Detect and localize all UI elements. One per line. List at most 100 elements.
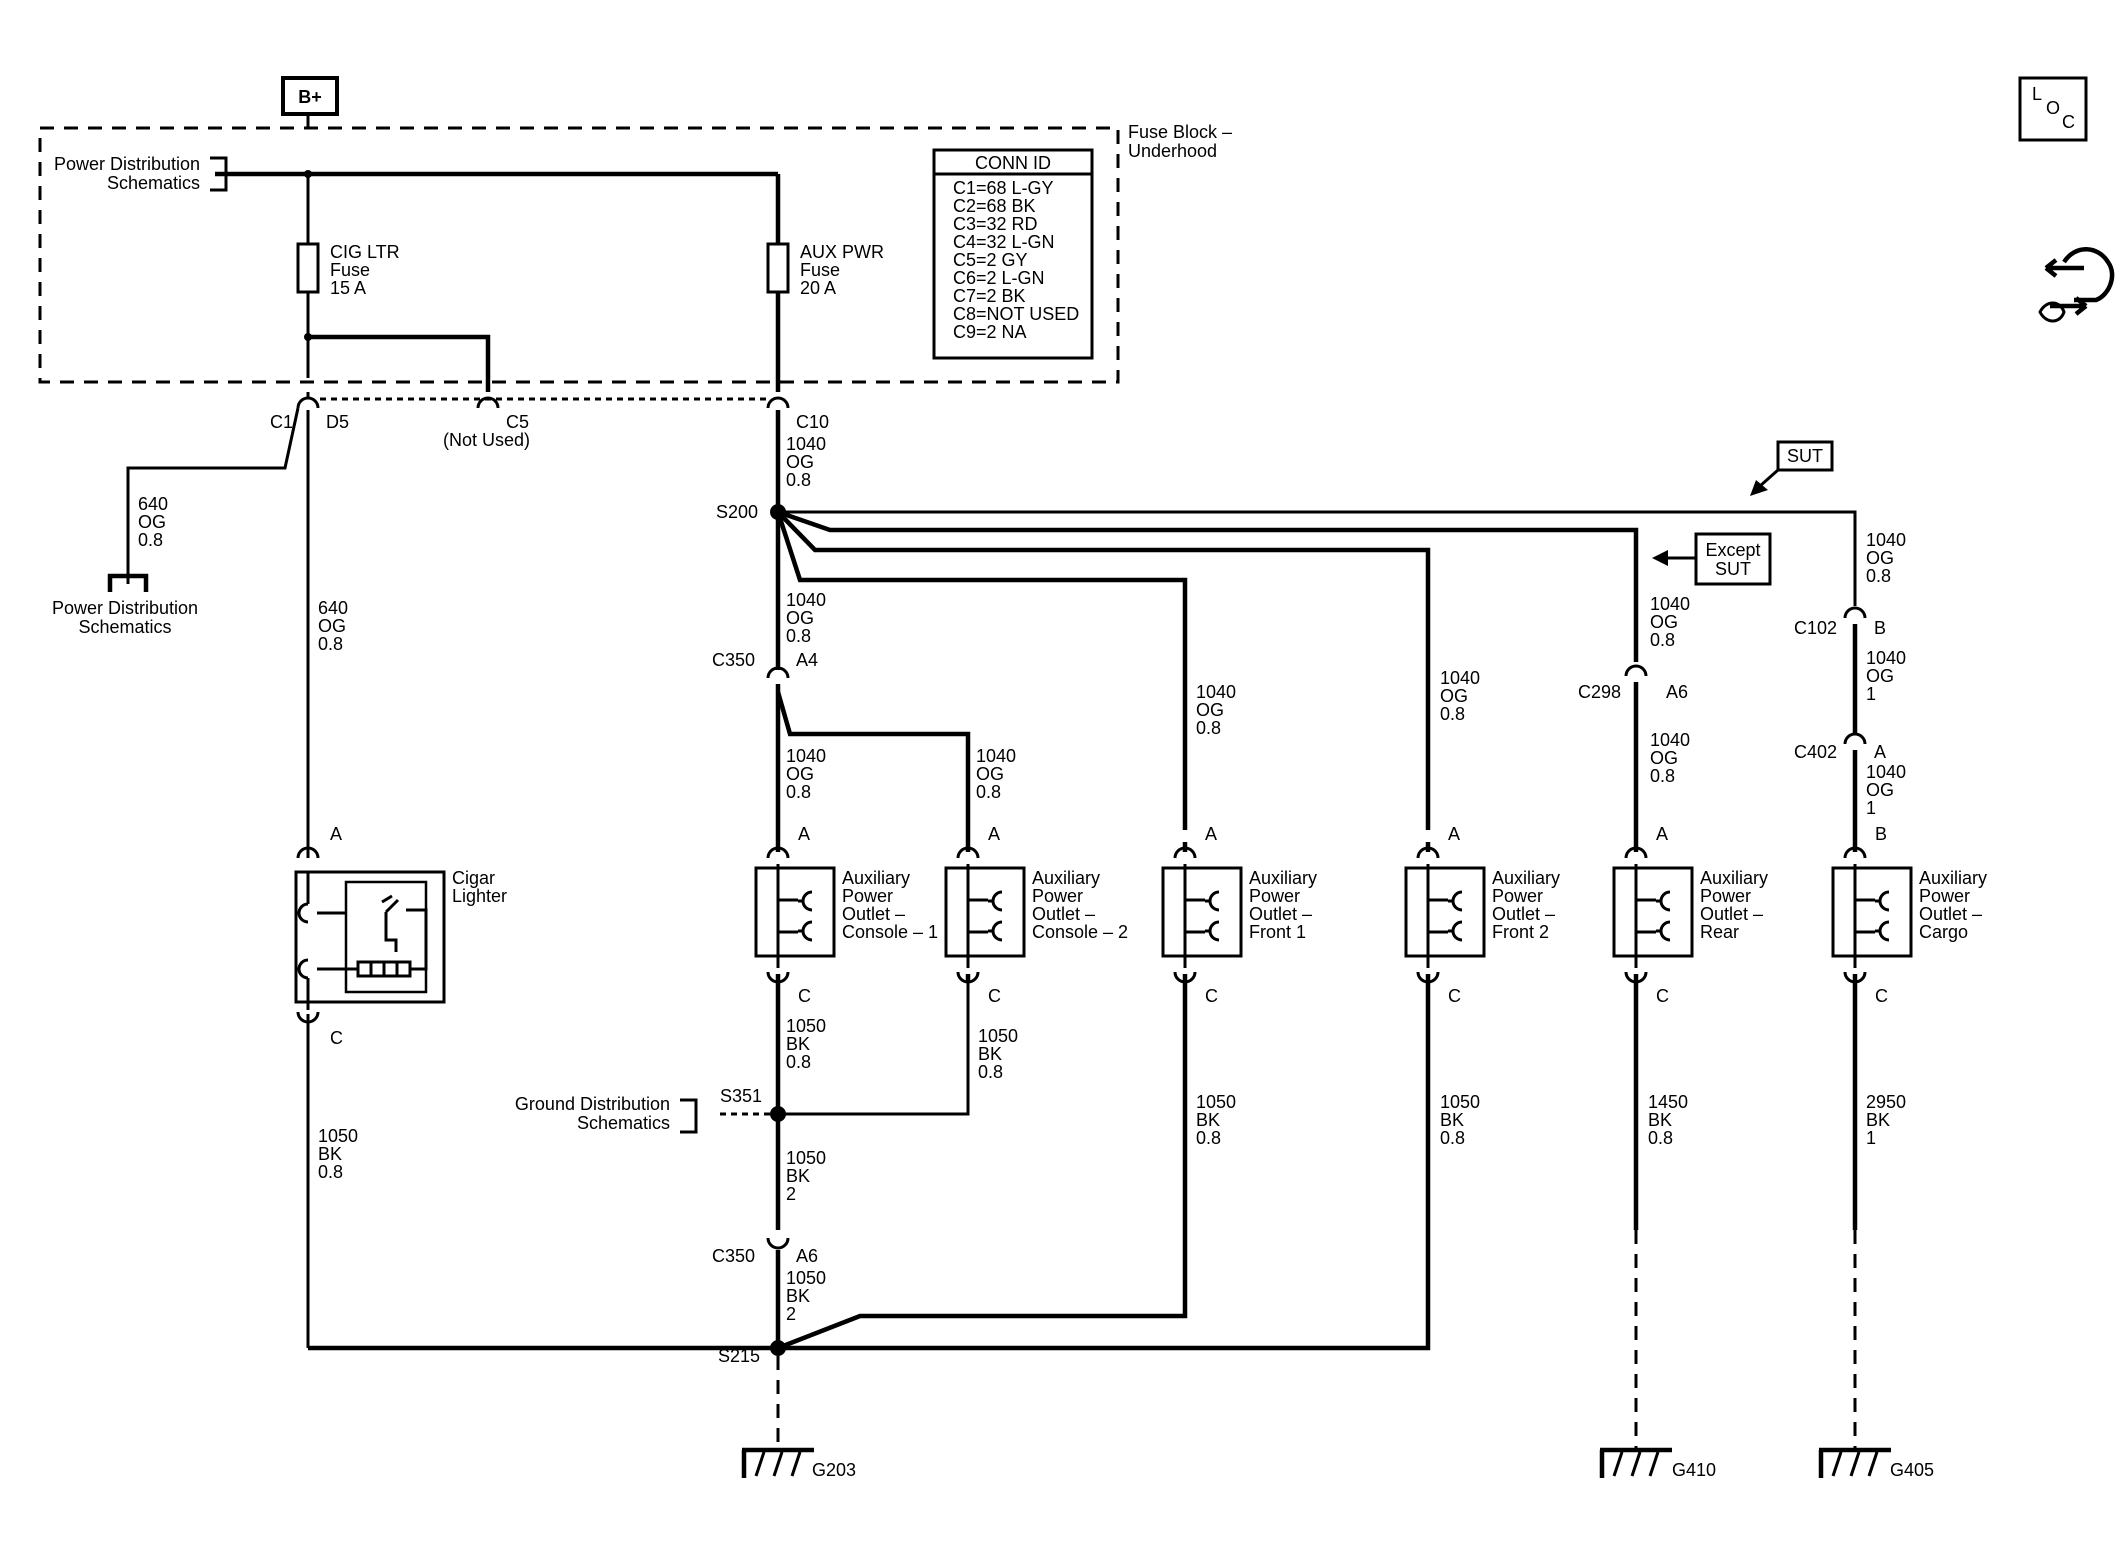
outlet-pin-c: C xyxy=(988,986,1001,1006)
wire-label: 2 xyxy=(786,1304,796,1324)
power-distribution-ref-top: Power Distribution Schematics xyxy=(54,154,228,193)
connector-c298: C298 xyxy=(1578,682,1621,702)
conn-id-row: C6=2 L-GN xyxy=(953,268,1045,288)
connector-c402: C402 xyxy=(1794,742,1837,762)
wire-label: 0.8 xyxy=(786,1052,811,1072)
loc-letter-c: C xyxy=(2062,112,2075,132)
outlet-label: Outlet – xyxy=(1700,904,1763,924)
battery-terminal: B+ xyxy=(281,76,339,128)
wire-label: 0.8 xyxy=(786,782,811,802)
connector-c1: C1 xyxy=(270,412,293,432)
outlet-label: Auxiliary xyxy=(842,868,910,888)
connector-c102: C102 xyxy=(1794,618,1837,638)
wire-label: OG xyxy=(1866,666,1894,686)
ground-distribution-ref xyxy=(680,1098,698,1134)
connector-a6: A6 xyxy=(796,1246,818,1266)
conn-id-title: CONN ID xyxy=(975,153,1051,173)
wire-label: 640 xyxy=(318,598,348,618)
wire-label: 1040 xyxy=(1650,594,1690,614)
wire-label: 1 xyxy=(1866,798,1876,818)
wire-label: 1050 xyxy=(318,1126,358,1146)
power-distribution-ref-left xyxy=(107,573,149,592)
ground-g410: G410 xyxy=(1672,1460,1716,1480)
outlet-pin-c: C xyxy=(1875,986,1888,1006)
except-sut-tag-2: SUT xyxy=(1715,559,1751,579)
connector-c1-d5-icon xyxy=(296,396,320,409)
ground-g405-icon xyxy=(1818,1447,1891,1478)
outlet-pin-a: A xyxy=(1448,824,1460,844)
cigar-label-1: Cigar xyxy=(452,868,495,888)
power-distribution-left-label-1: Power Distribution xyxy=(52,598,198,618)
wire-label: 0.8 xyxy=(1440,1128,1465,1148)
splice-s200-label: S200 xyxy=(716,502,758,522)
outlet-pin-a: A xyxy=(1205,824,1217,844)
connector-c350-top: C350 xyxy=(712,650,755,670)
outlet-pin-a: B xyxy=(1875,824,1887,844)
wire-label: 1040 xyxy=(976,746,1016,766)
power-distribution-top-label-1: Power Distribution xyxy=(54,154,200,174)
wire-label: 0.8 xyxy=(786,470,811,490)
outlet-label: Outlet – xyxy=(1032,904,1095,924)
conn-id-row: C5=2 GY xyxy=(953,250,1028,270)
connector-view-icon[interactable] xyxy=(2038,247,2115,323)
outlet-pin-a: A xyxy=(798,824,810,844)
wire-label: 1040 xyxy=(1866,648,1906,668)
outlet-label: Auxiliary xyxy=(1032,868,1100,888)
conn-id-row: C1=68 L-GY xyxy=(953,178,1054,198)
outlet-pin-a: A xyxy=(988,824,1000,844)
connector-c5: C5 xyxy=(506,412,529,432)
wire-label: 1040 xyxy=(786,746,826,766)
outlet-label: Outlet – xyxy=(1919,904,1982,924)
outlet-label: Auxiliary xyxy=(1249,868,1317,888)
sut-arrow-icon xyxy=(1750,480,1768,496)
outlet-label: Outlet – xyxy=(1249,904,1312,924)
location-view-button[interactable]: L O C xyxy=(2018,76,2088,142)
outlet-body-icon xyxy=(944,866,1026,958)
connector-c5-icon xyxy=(476,396,500,409)
wire-label: BK xyxy=(1866,1110,1890,1130)
outlet-label: Auxiliary xyxy=(1492,868,1560,888)
outlet-body-icon xyxy=(754,866,836,958)
ground-g203: G203 xyxy=(812,1460,856,1480)
connector-c350-bottom: C350 xyxy=(712,1246,755,1266)
fuse-block-label-1: Fuse Block – xyxy=(1128,122,1232,142)
aux-fuse-name: AUX PWR xyxy=(800,242,884,262)
splice-s215-label: S215 xyxy=(718,1346,760,1366)
cig-ltr-fuse-icon xyxy=(296,242,320,294)
wire-label: BK xyxy=(786,1166,810,1186)
sut-tag: SUT xyxy=(1787,446,1823,466)
outlet-pin-c: C xyxy=(1656,986,1669,1006)
aux-fuse-rating: 20 A xyxy=(800,278,836,298)
wire-label: OG xyxy=(1440,686,1468,706)
loc-letter-o: O xyxy=(2046,98,2060,118)
outlet-label: Power xyxy=(1919,886,1970,906)
wire-label: OG xyxy=(318,616,346,636)
connector-c10: C10 xyxy=(796,412,829,432)
ground-distribution-label-1: Ground Distribution xyxy=(515,1094,670,1114)
connector-c298-pin: A6 xyxy=(1666,682,1688,702)
outlet-label: Power xyxy=(1700,886,1751,906)
power-distribution-left-label-2: Schematics xyxy=(78,617,171,637)
connector-c102-pin: B xyxy=(1874,618,1886,638)
wire-label: 1 xyxy=(1866,1128,1876,1148)
splice-s215 xyxy=(770,1340,786,1356)
wire-label: BK xyxy=(1440,1110,1464,1130)
outlet-label: Front 2 xyxy=(1492,922,1549,942)
wire-label: 1040 xyxy=(786,590,826,610)
cigar-pin-c: C xyxy=(330,1028,343,1048)
outlet-label: Rear xyxy=(1700,922,1739,942)
ground-distribution-label-2: Schematics xyxy=(577,1113,670,1133)
loc-letter-l: L xyxy=(2032,84,2042,104)
connector-d5: D5 xyxy=(326,412,349,432)
cig-fuse-rating: 15 A xyxy=(330,278,366,298)
wire-label: 0.8 xyxy=(978,1062,1003,1082)
wire-label: BK xyxy=(786,1286,810,1306)
wire-label: OG xyxy=(138,512,166,532)
wire-label: BK xyxy=(1648,1110,1672,1130)
wire-label: 1040 xyxy=(1440,668,1480,688)
outlet-body-icon xyxy=(1612,866,1694,958)
wire-label: 0.8 xyxy=(976,782,1001,802)
aux-fuse-type: Fuse xyxy=(800,260,840,280)
